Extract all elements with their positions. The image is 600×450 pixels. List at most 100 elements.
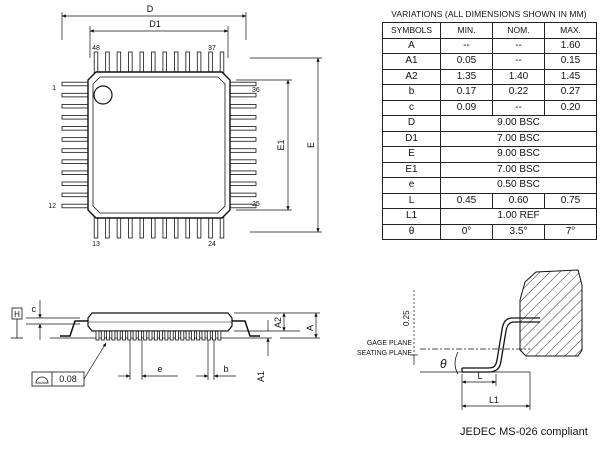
pin: [219, 51, 225, 75]
table-cell-value: 7°: [544, 223, 597, 240]
pin: [227, 159, 257, 164]
side-lead: [137, 330, 142, 341]
table-cell-value: 1.40: [492, 68, 545, 85]
table-cell-value: 0.05: [440, 53, 493, 70]
table-cell-symbol: A: [382, 37, 441, 54]
pin: [61, 103, 91, 109]
pin-number-36: 36: [252, 87, 260, 94]
pin-number-13: 13: [92, 241, 100, 248]
pin: [227, 148, 257, 153]
side-lead: [185, 330, 190, 341]
side-lead-left: [60, 320, 88, 337]
table-cell-value: 3.5°: [492, 223, 545, 240]
side-lead: [122, 330, 126, 341]
pin: [208, 215, 213, 239]
pin: [61, 148, 91, 153]
table-cell-value: 0°: [440, 223, 493, 240]
pin: [227, 115, 257, 120]
lead-detail-view: 0.25 GAGE PLANE SEATING PLANE θ L L1: [357, 269, 583, 410]
pin: [196, 51, 202, 75]
table-cell-value: 1.00 REF: [440, 208, 597, 225]
theta-label: θ: [440, 357, 447, 371]
pin: [139, 51, 145, 75]
dim-D1-label: D1: [149, 19, 161, 29]
pin: [116, 215, 122, 239]
side-lead: [190, 330, 195, 341]
pin: [139, 215, 145, 239]
side-lead: [169, 330, 174, 341]
table-cell-value: 0.75: [544, 192, 597, 209]
table-cell-value: 1.60: [544, 37, 597, 54]
dim-b-label: b: [223, 364, 228, 374]
side-lead: [175, 330, 179, 341]
table-cell-value: 0.27: [544, 84, 597, 101]
side-lead: [180, 330, 185, 341]
table-cell-value: 0.20: [544, 99, 597, 116]
pin: [93, 51, 99, 75]
dim-A-label: A: [305, 325, 315, 331]
pin: [61, 203, 91, 209]
side-lead: [116, 330, 121, 341]
dimension-L: [461, 374, 497, 386]
table-cell-symbol: L1: [382, 208, 441, 225]
pin: [61, 92, 91, 98]
side-lead: [206, 330, 211, 341]
dim-c-label: c: [32, 304, 37, 314]
table-cell-value: 1.35: [440, 68, 493, 85]
pin: [128, 51, 133, 75]
table-cell-value: --: [492, 53, 545, 70]
dimension-E: [250, 57, 322, 233]
table-cell-symbol: L: [382, 192, 441, 209]
table-cell-value: 1.45: [544, 68, 597, 85]
dimension-E1: [236, 79, 292, 211]
dim-A2-label: A2: [273, 317, 283, 328]
pin-row-bottom: [93, 215, 225, 239]
dimension-gauge: [410, 290, 418, 365]
pin: [208, 51, 213, 75]
pin: [219, 215, 225, 239]
pin: [93, 215, 99, 239]
table-cell-value: 0.50 BSC: [440, 177, 597, 194]
table-cell-value: 7.00 BSC: [440, 130, 597, 147]
table-cell-value: 0.15: [544, 53, 597, 70]
side-lead: [148, 330, 153, 341]
side-lead: [111, 330, 116, 341]
pin-row-top: [93, 51, 225, 75]
dim-A1-label: A1: [256, 371, 266, 382]
side-lead: [217, 330, 222, 341]
pin: [227, 170, 257, 175]
table-cell-symbol: θ: [382, 223, 441, 240]
pin-row-left: [61, 81, 91, 209]
dimension-e: [118, 340, 178, 380]
top-view: D D1 48 37 1 36 12 25 13: [48, 4, 322, 248]
body-section-hatched: [519, 269, 583, 357]
pin-number-24: 24: [208, 241, 216, 248]
table-cell-value: 9.00 BSC: [440, 146, 597, 163]
pin1-marker-dot: [93, 85, 113, 105]
pin-number-48: 48: [92, 45, 100, 52]
dim-e-label: e: [157, 364, 162, 374]
table-cell-value: --: [492, 99, 545, 116]
pin: [173, 215, 179, 239]
pin: [61, 181, 91, 187]
side-lead-right: [232, 320, 260, 337]
pin: [227, 181, 257, 187]
side-lead: [95, 330, 100, 341]
dimension-table: VARIATIONS (ALL DIMENSIONS SHOWN IN MM) …: [382, 6, 597, 240]
dimension-D1: [89, 26, 229, 58]
table-cell-value: 0.17: [440, 84, 493, 101]
side-lead: [127, 330, 132, 341]
table-cell-value: 7.00 BSC: [440, 161, 597, 178]
pin: [227, 103, 257, 109]
package-body-inner: [92, 76, 226, 214]
side-lead: [201, 330, 206, 341]
